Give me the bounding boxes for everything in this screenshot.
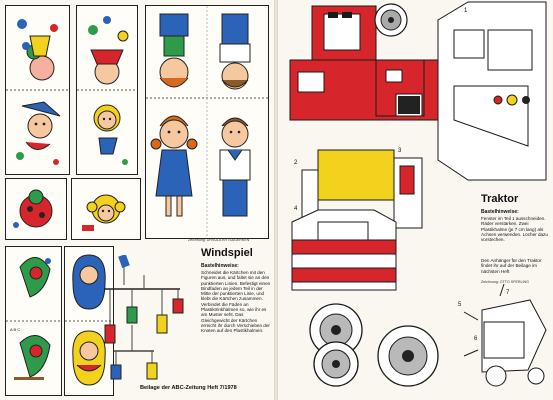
traktor-instructions-heading: Bastelhinweise: xyxy=(481,209,519,215)
windspiel-title: Windspiel xyxy=(201,247,253,259)
traktor-instructions-body: Fenster im Teil 1 ausschneiden. Räder ve… xyxy=(481,216,548,243)
figure-card-monkey xyxy=(71,178,141,240)
issue-footer: Beilage der ABC-Zeitung Heft 7/1978 xyxy=(140,385,237,391)
tractor-hood-part xyxy=(301,149,423,229)
part-number-6: 6 xyxy=(474,336,478,342)
figure-card-boy xyxy=(76,5,138,175)
windspiel-instructions-body: Schneidet die Kärtchen mit den Figuren a… xyxy=(201,270,271,334)
part-number-5: 5 xyxy=(458,302,462,308)
part-number-7: 7 xyxy=(506,290,510,296)
traktor-trailer-note: Den Anhänger für den Traktor findet ihr … xyxy=(481,258,542,274)
tractor-big-wheels xyxy=(309,303,439,387)
right-page-traktor: 1 2 3 4 5 6 7 Traktor Bastelhinweise: Fe… xyxy=(278,0,553,400)
windspiel-instructions-heading: Bastelhinweise: xyxy=(201,263,239,269)
figure-card-parrot: A B C xyxy=(5,246,62,396)
figure-card-children xyxy=(145,5,269,239)
part-number-1: 1 xyxy=(464,8,468,14)
tractor-chassis-part xyxy=(291,209,397,291)
tractor-top-wheel xyxy=(374,3,408,37)
figure-card-clown-girl xyxy=(5,5,70,175)
children-illustration xyxy=(146,6,268,238)
parrot-illustration xyxy=(6,257,61,380)
monkey-illustration xyxy=(82,194,126,231)
matryoshka-illustration xyxy=(65,254,113,386)
part-number-4: 4 xyxy=(294,206,298,212)
traktor-title: Traktor xyxy=(481,193,519,205)
boy-illustration xyxy=(77,16,137,165)
windspiel-illustration-credit: Zeichnung: URSULA KRTSAGERKEN xyxy=(188,238,250,242)
clown-girl-illustration xyxy=(6,19,69,165)
tractor-cutout-sheet xyxy=(289,1,547,387)
traktor-credit: Zeichnung: OTTO SPERLING xyxy=(481,280,529,284)
tractor-assembly-diagram xyxy=(463,283,547,387)
abc-letters: A B C xyxy=(10,327,21,332)
figure-card-ladybug xyxy=(5,178,67,240)
part-number-3: 3 xyxy=(398,148,402,154)
figure-card-matryoshka xyxy=(64,246,114,396)
page-gutter xyxy=(274,0,278,400)
ladybug-illustration xyxy=(13,189,53,228)
tractor-cab-part xyxy=(289,5,441,121)
tractor-side-panel xyxy=(437,1,547,181)
left-page-windspiel: Zeichnung: URSULA KRTSAGERKEN xyxy=(0,0,274,400)
part-number-2: 2 xyxy=(294,160,298,166)
mobile-sample-illustration xyxy=(104,255,184,380)
